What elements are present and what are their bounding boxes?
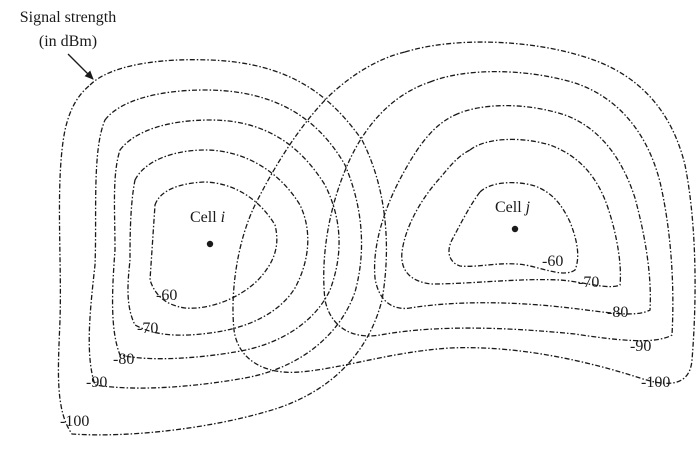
cell-j-level-90: -90 xyxy=(630,338,651,355)
cell-i-contour-80 xyxy=(111,119,340,360)
cell-j-level-80: -80 xyxy=(607,304,628,321)
cell-j-contour-80 xyxy=(373,105,651,315)
cell-i-letter: i xyxy=(221,209,225,226)
caption-line-2: (in dBm) xyxy=(39,33,97,50)
cell-i-level-100: -100 xyxy=(60,413,89,430)
cell-j-marker xyxy=(511,225,519,233)
cell-j-level-100: -100 xyxy=(641,374,670,391)
cell-j-letter: j xyxy=(524,199,531,216)
cell-i-level-80: -80 xyxy=(113,351,134,368)
cell-i-contour-90 xyxy=(88,89,363,389)
cell-i-level-60: -60 xyxy=(156,287,177,304)
cell-i-label-text: Cell xyxy=(190,209,221,226)
cell-i-level-70: -70 xyxy=(137,320,158,337)
cell-j-contour-90 xyxy=(323,71,674,342)
cell-j-label-text: Cell xyxy=(495,199,526,216)
caption-arrow xyxy=(67,53,94,80)
cell-j-label: Cell j xyxy=(495,199,531,216)
cell-i-contour-100 xyxy=(57,59,388,436)
caption-line-1: Signal strength xyxy=(20,9,116,26)
cell-i-contour-60 xyxy=(149,181,278,309)
cell-j-level-60: -60 xyxy=(542,253,563,270)
cell-j-contour-60 xyxy=(448,181,579,274)
cell-i-label: Cell i xyxy=(190,209,225,226)
cell-j-level-70: -70 xyxy=(578,274,599,291)
cell-j-contour-100 xyxy=(232,41,696,384)
cell-j-contour-70 xyxy=(401,138,622,288)
cell-i-level-90: -90 xyxy=(86,374,107,391)
cell-i-marker xyxy=(206,240,214,248)
cell-i-contour-70 xyxy=(127,149,309,336)
